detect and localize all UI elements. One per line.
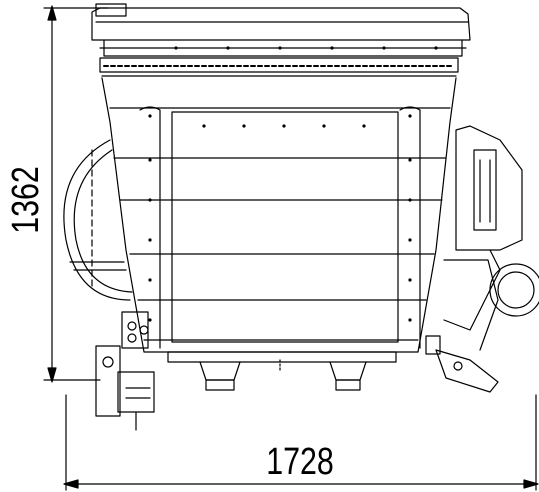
- width-arrow-right: [523, 479, 539, 489]
- width-dimension: 1728: [63, 394, 539, 491]
- bottom-left-assembly: [95, 311, 155, 431]
- width-dimension-label: 1728: [266, 441, 334, 483]
- base-frame: [167, 351, 397, 391]
- height-arrow-top: [47, 5, 57, 21]
- width-arrow-left: [63, 479, 79, 489]
- height-arrow-bottom: [47, 367, 57, 383]
- height-dimension: 1362: [5, 5, 109, 383]
- front-panel: [171, 111, 399, 343]
- height-dimension-label: 1362: [5, 166, 47, 234]
- main-body: [101, 77, 457, 353]
- left-guard: [63, 139, 133, 301]
- top-lid: [91, 3, 471, 77]
- right-mechanism: [425, 125, 539, 393]
- rivets: [148, 46, 438, 322]
